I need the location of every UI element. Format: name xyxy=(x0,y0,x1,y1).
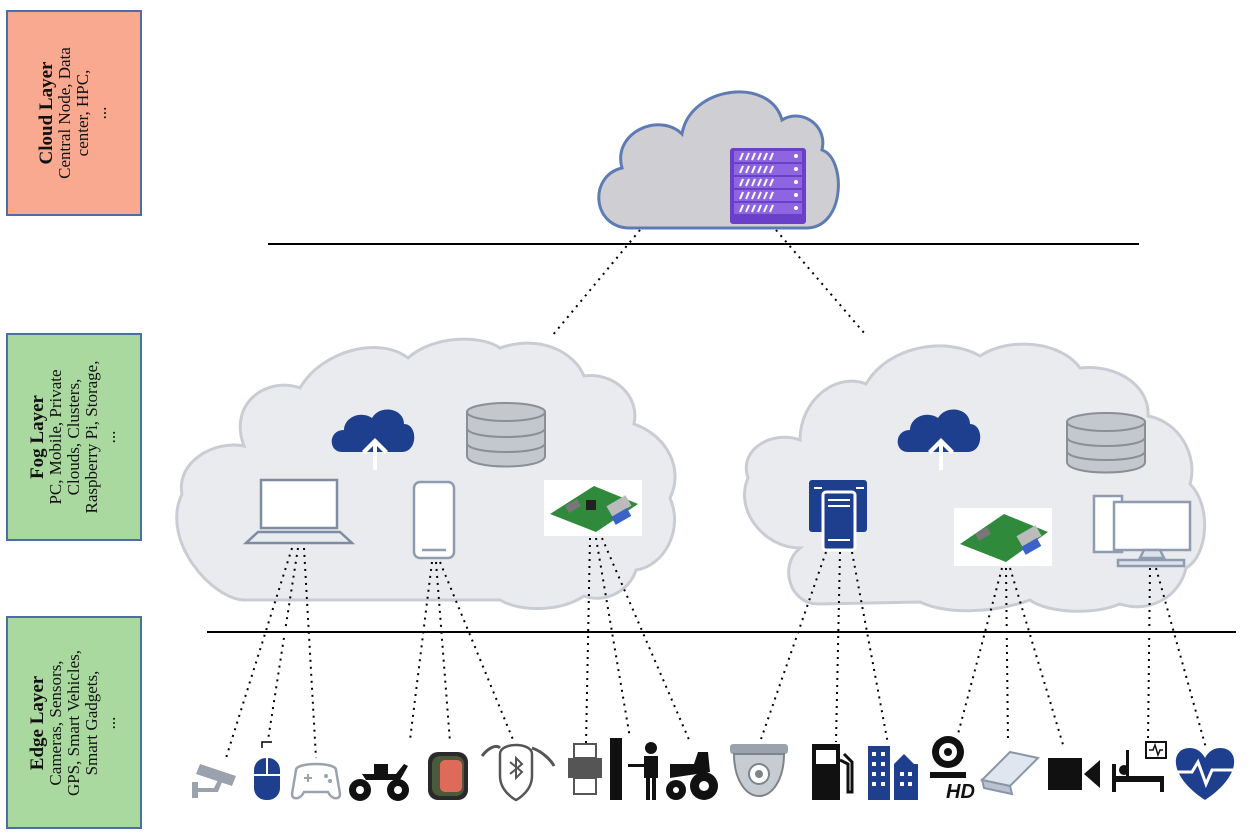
hd-webcam-icon: HD xyxy=(930,736,975,803)
heartbeat-icon xyxy=(1175,748,1235,800)
database-icon xyxy=(1066,412,1146,474)
server-towers-icon xyxy=(809,480,867,552)
laptop-icon xyxy=(242,478,356,545)
fog-layer-label: Fog Layer PC, Mobile, Private Clouds, Cl… xyxy=(6,333,142,541)
fog-cloud-left xyxy=(175,337,677,610)
cloud-fog-links xyxy=(551,229,866,337)
buildings-icon xyxy=(868,746,918,800)
hd-label: HD xyxy=(946,781,975,803)
fuel-pump-icon xyxy=(812,744,854,800)
server-rack-icon xyxy=(730,148,806,224)
database-icon xyxy=(466,402,546,468)
video-camera-icon xyxy=(1048,758,1100,790)
cloud-upload-icon xyxy=(897,409,981,470)
scanner-icon xyxy=(979,750,1041,796)
mouse-icon xyxy=(254,741,280,800)
tractor-icon xyxy=(666,752,718,800)
patient-monitor-icon xyxy=(1112,741,1167,792)
printer-icon xyxy=(568,743,602,795)
fog-cloud-right xyxy=(743,342,1207,613)
smartphone-icon xyxy=(412,480,456,560)
security-camera-icon xyxy=(192,764,236,798)
raspberry-pi-icon xyxy=(544,480,642,536)
edge-layer-label: Edge Layer Cameras, Sensors, GPS, Smart … xyxy=(6,616,142,829)
smartwatch-icon xyxy=(428,752,468,800)
door-person-icon xyxy=(610,738,658,800)
fog-edge-links xyxy=(225,537,1207,759)
quad-bike-icon xyxy=(349,764,409,801)
cloud-layer-label: Cloud Layer Central Node, Data center, H… xyxy=(6,10,142,216)
cloud-upload-icon xyxy=(331,409,415,470)
dome-camera-icon xyxy=(730,744,788,798)
desktop-pc-icon xyxy=(1092,494,1192,568)
bluetooth-tracker-icon xyxy=(480,743,556,802)
raspberry-pi-icon xyxy=(954,508,1052,566)
gamepad-icon xyxy=(290,762,342,800)
